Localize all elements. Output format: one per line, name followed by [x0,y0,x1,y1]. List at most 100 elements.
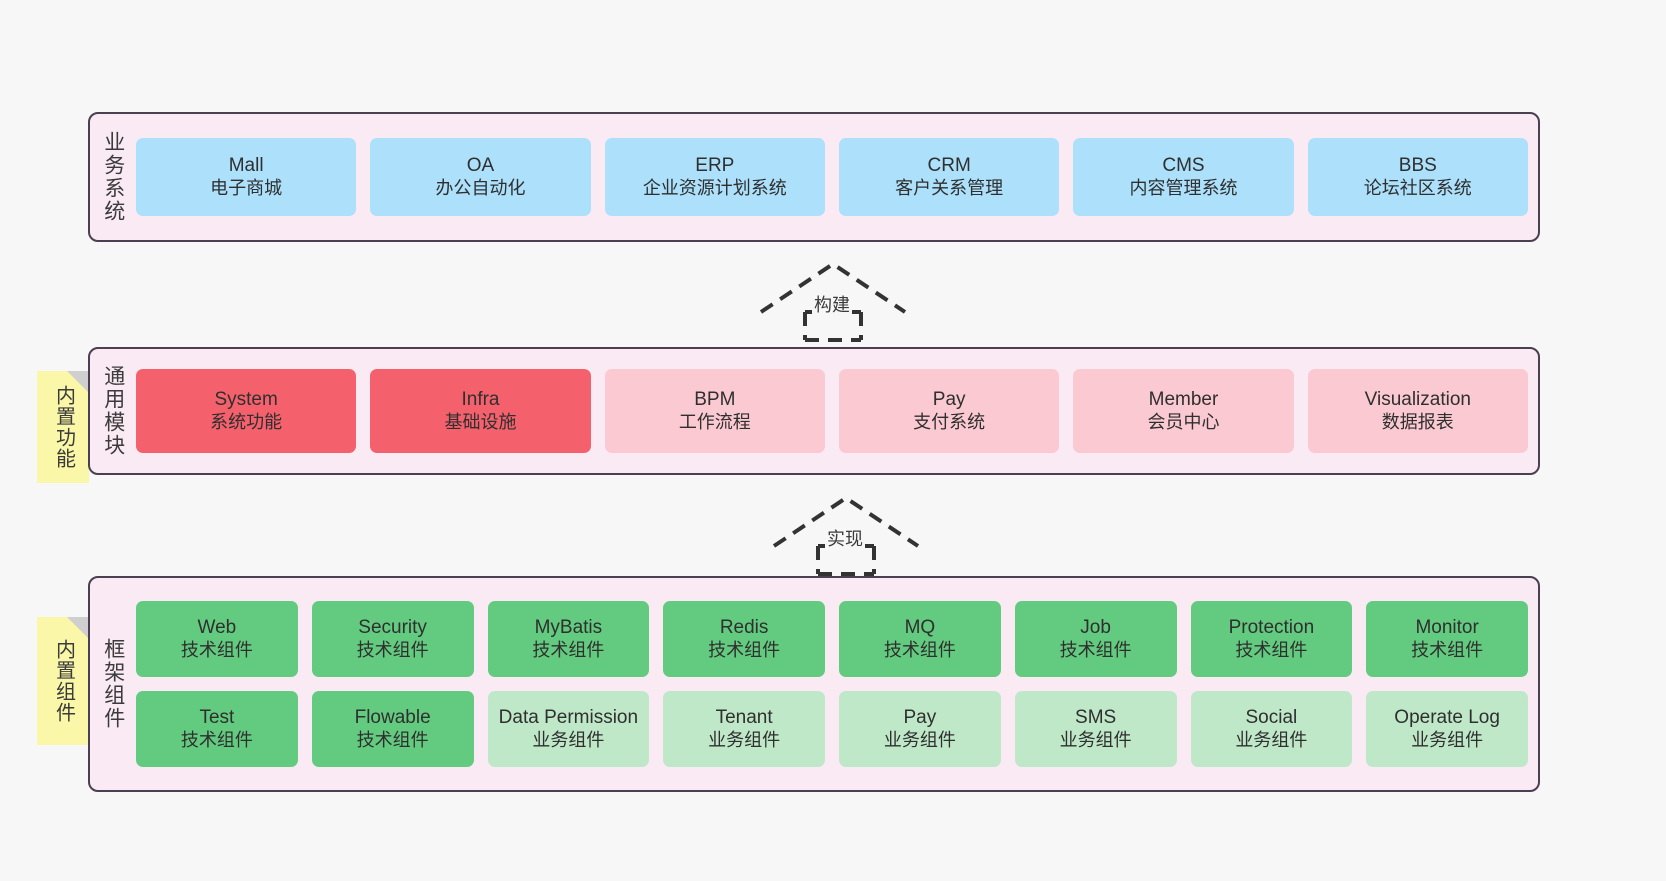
module-box-cms[interactable]: CMS 内容管理系统 [1073,138,1294,216]
layer-framework-caption: 框架组件 [101,638,125,730]
component-title-cn: 技术组件 [1235,639,1308,660]
module-title-en: OA [466,155,495,177]
component-box-redis[interactable]: Redis 技术组件 [663,601,825,677]
module-title-en: Visualization [1364,389,1471,411]
layer-business-systems: 业务系统 Mall 电子商城 OA 办公自动化 ERP 企业资源计划系统 CRM… [88,112,1540,242]
component-title-en: Redis [719,617,769,639]
layer-modules-body: System 系统功能 Infra 基础设施 BPM 工作流程 Pay 支付系统… [136,349,1538,473]
framework-rows: Web 技术组件 Security 技术组件 MyBatis 技术组件 Redi… [136,601,1528,767]
component-title-cn: 技术组件 [180,729,253,750]
component-box-operate-log[interactable]: Operate Log 业务组件 [1366,691,1528,767]
module-title-cn: 基础设施 [444,411,517,432]
component-title-cn: 技术组件 [708,639,781,660]
module-title-cn: 支付系统 [913,411,986,432]
component-box-job[interactable]: Job 技术组件 [1014,601,1177,677]
component-title-en: Tenant [715,707,773,729]
sticky-note-label: 内置组件 [52,639,75,723]
component-title-cn: 业务组件 [532,729,605,750]
component-title-en: Pay [903,707,937,729]
module-title-cn: 会员中心 [1147,411,1220,432]
component-box-flowable[interactable]: Flowable 技术组件 [311,691,474,767]
module-box-bpm[interactable]: BPM 工作流程 [604,369,825,453]
module-title-en: CMS [1162,155,1205,177]
module-box-bbs[interactable]: BBS 论坛社区系统 [1307,138,1528,216]
module-title-en: Mall [228,155,264,177]
component-title-cn: 技术组件 [532,639,605,660]
component-title-en: Test [199,707,235,729]
component-title-cn: 技术组件 [883,639,956,660]
layer-framework-body: Web 技术组件 Security 技术组件 MyBatis 技术组件 Redi… [136,578,1538,790]
component-title-cn: 技术组件 [1059,639,1132,660]
component-title-en: Operate Log [1394,707,1500,729]
module-title-cn: 数据报表 [1381,411,1454,432]
module-title-cn: 电子商城 [210,177,283,198]
module-title-en: BBS [1398,155,1437,177]
layer-framework-components: 框架组件 Web 技术组件 Security 技术组件 MyBatis 技术组件… [88,576,1540,792]
layer-modules-caption: 通用模块 [101,365,125,457]
module-title-en: Infra [461,389,500,411]
layer-business-body: Mall 电子商城 OA 办公自动化 ERP 企业资源计划系统 CRM 客户关系… [136,114,1538,240]
sticky-note-builtin-components: 内置组件 [37,617,89,745]
component-box-mq[interactable]: MQ 技术组件 [839,601,1001,677]
component-box-mybatis[interactable]: MyBatis 技术组件 [487,601,650,677]
component-title-cn: 业务组件 [708,729,781,750]
layer-common-modules: 通用模块 System 系统功能 Infra 基础设施 BPM 工作流程 Pay… [88,347,1540,475]
module-box-infra[interactable]: Infra 基础设施 [370,369,591,453]
component-title-en: Web [197,617,237,639]
module-title-en: Pay [932,389,966,411]
component-box-security[interactable]: Security 技术组件 [311,601,474,677]
module-title-en: Member [1148,389,1219,411]
component-title-cn: 业务组件 [1059,729,1132,750]
component-box-social[interactable]: Social 业务组件 [1190,691,1353,767]
component-title-en: Security [358,617,427,639]
component-title-en: Data Permission [498,707,639,729]
component-title-en: MyBatis [534,617,603,639]
component-title-en: Flowable [354,707,431,729]
component-title-en: Social [1245,707,1298,729]
module-title-cn: 企业资源计划系统 [642,177,787,198]
module-title-cn: 工作流程 [678,411,751,432]
layer-business-caption: 业务系统 [101,131,125,223]
component-box-sms[interactable]: SMS 业务组件 [1014,691,1177,767]
connector-build-label: 构建 [812,291,852,317]
component-title-en: SMS [1075,707,1117,729]
module-box-erp[interactable]: ERP 企业资源计划系统 [604,138,825,216]
framework-row-business: Test 技术组件 Flowable 技术组件 Data Permission … [136,691,1528,767]
module-title-cn: 论坛社区系统 [1363,177,1472,198]
module-title-cn: 内容管理系统 [1129,177,1238,198]
component-title-cn: 业务组件 [883,729,956,750]
component-title-en: Job [1080,617,1111,639]
module-title-cn: 办公自动化 [435,177,526,198]
component-box-data-permission[interactable]: Data Permission 业务组件 [487,691,650,767]
module-box-oa[interactable]: OA 办公自动化 [370,138,591,216]
module-box-visualization[interactable]: Visualization 数据报表 [1307,369,1528,453]
component-box-protection[interactable]: Protection 技术组件 [1190,601,1353,677]
connector-implement-label: 实现 [825,525,865,551]
note-fold-corner-icon [67,617,89,639]
business-row: Mall 电子商城 OA 办公自动化 ERP 企业资源计划系统 CRM 客户关系… [136,138,1528,216]
modules-row: System 系统功能 Infra 基础设施 BPM 工作流程 Pay 支付系统… [136,369,1528,453]
component-box-web[interactable]: Web 技术组件 [136,601,298,677]
component-title-cn: 业务组件 [1411,729,1484,750]
framework-row-technical: Web 技术组件 Security 技术组件 MyBatis 技术组件 Redi… [136,601,1528,677]
module-box-crm[interactable]: CRM 客户关系管理 [838,138,1060,216]
module-box-system[interactable]: System 系统功能 [136,369,357,453]
module-box-pay[interactable]: Pay 支付系统 [838,369,1060,453]
component-title-cn: 技术组件 [180,639,253,660]
module-title-en: CRM [927,155,971,177]
component-title-cn: 技术组件 [356,639,429,660]
module-title-en: System [214,389,278,411]
module-title-cn: 系统功能 [210,411,283,432]
component-title-en: MQ [904,617,936,639]
module-title-cn: 客户关系管理 [895,177,1004,198]
component-title-cn: 技术组件 [356,729,429,750]
component-box-test[interactable]: Test 技术组件 [136,691,298,767]
module-title-en: BPM [694,389,736,411]
component-box-pay[interactable]: Pay 业务组件 [839,691,1001,767]
component-title-cn: 技术组件 [1411,639,1484,660]
component-box-tenant[interactable]: Tenant 业务组件 [663,691,825,767]
module-box-mall[interactable]: Mall 电子商城 [136,138,357,216]
component-box-monitor[interactable]: Monitor 技术组件 [1366,601,1528,677]
module-box-member[interactable]: Member 会员中心 [1073,369,1294,453]
component-title-cn: 业务组件 [1235,729,1308,750]
